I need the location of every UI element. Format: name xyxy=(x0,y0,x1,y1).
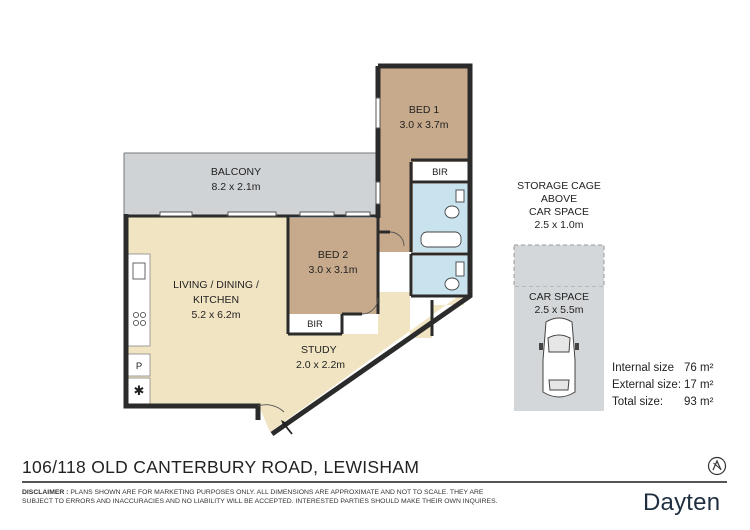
bed-2-area xyxy=(288,218,378,314)
internal-size-row: Internal size 76 m² xyxy=(612,362,713,379)
sink-icon xyxy=(132,262,146,280)
car-icon xyxy=(539,317,579,398)
total-size-value: 93 m² xyxy=(684,396,714,408)
sliding-doors xyxy=(159,97,381,217)
basin-icon xyxy=(444,261,465,291)
property-address: 106/118 OLD CANTERBURY ROAD, LEWISHAM xyxy=(22,457,420,477)
storage-line2: ABOVE xyxy=(541,193,577,205)
bed-1-name: BED 1 xyxy=(409,104,440,116)
disclaimer-line1: DISCLAIMER : PLANS SHOWN ARE FOR MARKETI… xyxy=(22,488,492,497)
bed-2-size: 3.0 x 3.1m xyxy=(308,264,357,276)
divider xyxy=(22,481,727,483)
total-size-row: Total size: 93 m² xyxy=(612,396,713,413)
disclaimer: DISCLAIMER : PLANS SHOWN ARE FOR MARKETI… xyxy=(22,488,498,506)
disclaimer-text-1: PLANS SHOWN ARE FOR MARKETING PURPOSES O… xyxy=(70,489,484,496)
storage-cage-area xyxy=(513,244,605,288)
internal-size-value: 76 m² xyxy=(684,362,714,374)
entry-arrow-icon xyxy=(281,420,293,435)
toilet-icon xyxy=(444,189,465,219)
fan-icon: ✱ xyxy=(134,383,145,398)
external-size-label: External size: xyxy=(612,379,682,391)
disclaimer-text-2: SUBJECT TO ERRORS AND INACCURACIES AND N… xyxy=(22,498,498,505)
bir-2-area xyxy=(288,314,342,332)
car-space-name: CAR SPACE xyxy=(529,291,589,303)
car-space-size: 2.5 x 5.5m xyxy=(534,304,583,316)
internal-size-label: Internal size xyxy=(612,362,675,374)
north-compass-icon xyxy=(707,456,727,476)
storage-size: 2.5 x 1.0m xyxy=(534,219,583,231)
bed-1-corridor xyxy=(378,178,413,252)
bir-1-area xyxy=(413,162,468,181)
storage-line3: CAR SPACE xyxy=(529,206,589,218)
kitchen-bench xyxy=(127,253,151,347)
living-size: 5.2 x 6.2m xyxy=(191,309,240,321)
bir-1-label: BIR xyxy=(432,167,448,178)
external-size-row: External size:17 m² xyxy=(612,379,713,396)
area-summary: Internal size 76 m² External size:17 m² T… xyxy=(612,362,713,413)
living-name-line1: LIVING / DINING / xyxy=(173,279,259,291)
pantry-label: P xyxy=(136,361,142,372)
disclaimer-label: DISCLAIMER : xyxy=(22,489,69,496)
balcony-area xyxy=(124,153,378,216)
study-size: 2.0 x 2.2m xyxy=(296,359,345,371)
brand-logo: Dayten xyxy=(643,489,721,516)
bathtub-icon xyxy=(420,231,462,248)
external-size-value: 17 m² xyxy=(684,379,714,391)
bir-2-label: BIR xyxy=(307,319,323,330)
bed-1-size: 3.0 x 3.7m xyxy=(399,119,448,131)
living-dining-kitchen-area xyxy=(128,216,464,432)
bed-2-name: BED 2 xyxy=(318,249,349,261)
door-swings xyxy=(257,231,405,413)
cooktop-icon xyxy=(132,311,147,327)
storage-line1: STORAGE CAGE xyxy=(517,180,601,192)
total-size-label: Total size: xyxy=(612,396,664,408)
study-name: STUDY xyxy=(301,344,337,356)
living-name-line2: KITCHEN xyxy=(193,294,239,306)
balcony-size: 8.2 x 2.1m xyxy=(211,181,260,193)
balcony-name: BALCONY xyxy=(211,166,261,178)
